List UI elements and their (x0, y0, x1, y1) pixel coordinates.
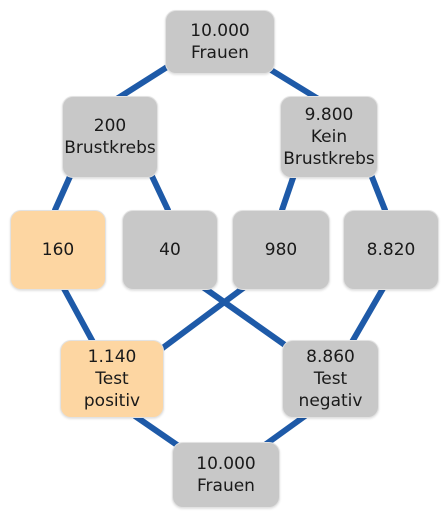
node-bottom-women: 10.000 Frauen (172, 442, 280, 508)
link-cancer-160 (52, 169, 75, 213)
link-nocancer-980 (279, 169, 298, 213)
node-cancer-positive: 160 (10, 210, 106, 290)
link-160-testpos (59, 282, 96, 345)
link-40-testneg (197, 282, 295, 353)
link-cancer-40 (147, 169, 171, 213)
link-nocancer-8820 (367, 169, 388, 213)
node-no-breast-cancer: 9.800 Kein Brustkrebs (280, 96, 378, 178)
node-breast-cancer: 200 Brustkrebs (62, 96, 158, 178)
node-top-women: 10.000 Frauen (165, 10, 275, 74)
link-top-cancer (112, 59, 178, 103)
node-no-cancer-positive: 980 (232, 210, 330, 290)
link-980-testpos (157, 280, 253, 353)
node-test-positive: 1.140 Test positiv (60, 340, 164, 418)
node-cancer-negative: 40 (122, 210, 218, 290)
node-no-cancer-negative: 8.820 (343, 210, 439, 290)
link-testpos-bottom (132, 413, 183, 450)
link-8820-testneg (349, 282, 388, 345)
link-testneg-bottom (259, 413, 308, 450)
node-test-negative: 8.860 Test negativ (282, 340, 379, 418)
